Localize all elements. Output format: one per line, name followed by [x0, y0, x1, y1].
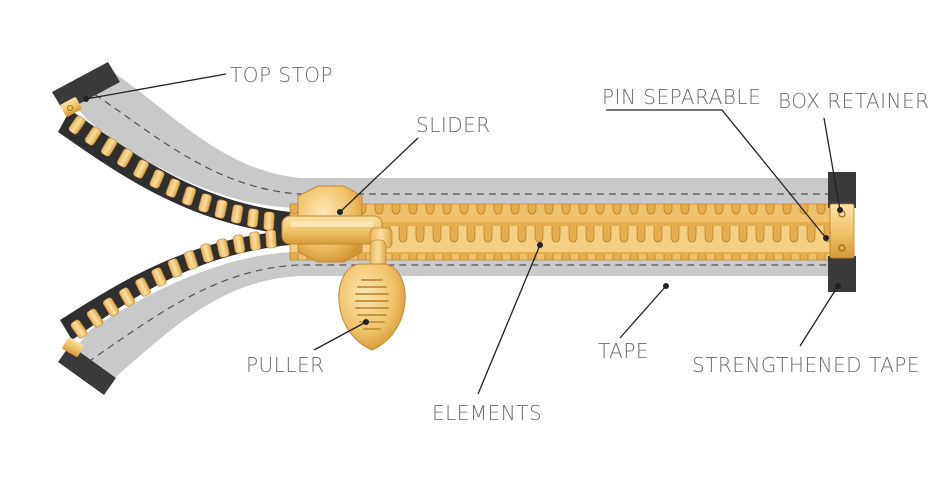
leader-pin-separable: [606, 109, 829, 241]
lower-tape: [70, 252, 830, 382]
label-slider: SLIDER: [416, 113, 491, 137]
label-pin-separable: PIN SEPARABLE: [602, 85, 761, 109]
top-stop-lower: [58, 337, 116, 395]
leader-tape: [619, 283, 669, 339]
upper-branch-elements: [58, 110, 300, 236]
label-tape: TAPE: [598, 339, 649, 363]
label-puller: PULLER: [246, 353, 325, 377]
strengthened-tape: [828, 172, 856, 292]
label-top-stop: TOP STOP: [230, 63, 333, 87]
label-elements: ELEMENTS: [432, 401, 542, 425]
lower-branch-elements: [60, 229, 300, 340]
label-box-retainer: BOX RETAINER: [778, 89, 930, 113]
leader-elements: [477, 242, 543, 395]
top-stop-upper: [52, 62, 120, 117]
slider: [281, 185, 393, 263]
leader-strengthened-tape: [799, 283, 841, 347]
leader-box-retainer: [823, 117, 843, 213]
leader-slider: [337, 137, 419, 215]
label-strengthened-tape: STRENGTHENED TAPE: [692, 353, 920, 377]
upper-tape: [62, 70, 830, 208]
leader-top-stop: [83, 73, 227, 102]
puller: [338, 239, 406, 351]
leader-puller: [313, 319, 369, 351]
